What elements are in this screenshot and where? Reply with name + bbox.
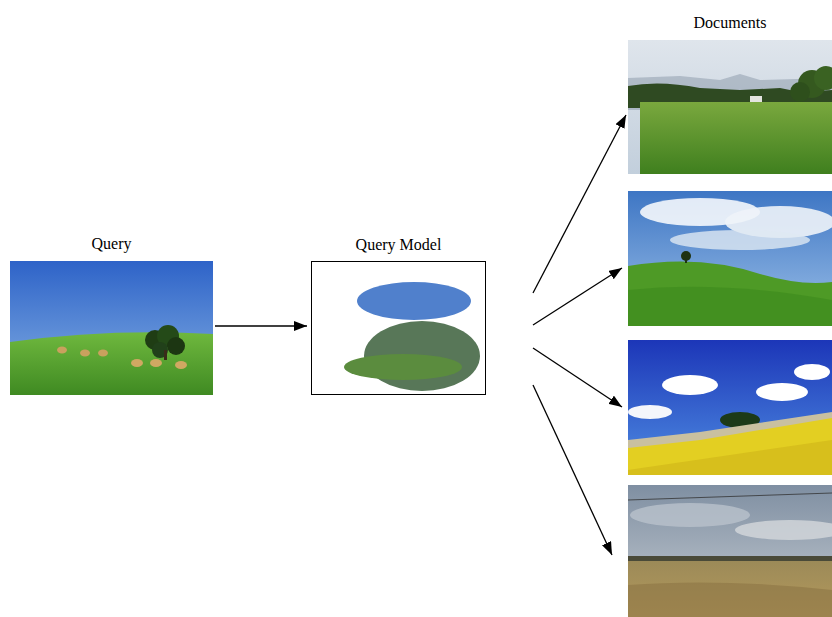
document-photo [628,191,832,326]
node-title: Query [92,234,132,253]
document-image [628,191,832,326]
document-image [628,485,832,617]
document-photo [628,340,832,475]
query-model-shapes [344,282,480,391]
arrow-connector [533,385,612,555]
query-image: Query [10,261,213,395]
query-photo [10,261,213,395]
arrow-connector [533,115,626,293]
document-photo [628,485,832,617]
node-title: Documents [694,13,767,32]
arrow-connector [533,268,622,325]
arrow-connector [215,325,307,326]
document-image [628,340,832,475]
arrow-connector [533,348,622,407]
document-image: Documents [628,40,832,174]
query-model-box: Query Model [311,261,486,395]
document-photo [628,40,832,174]
node-title: Query Model [356,235,442,254]
